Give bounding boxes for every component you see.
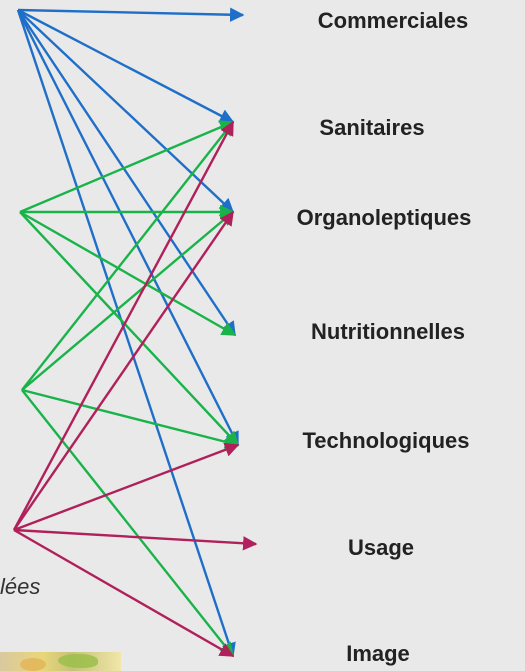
arrow-source-green-to-sanitaires xyxy=(19,120,235,214)
food-leaf xyxy=(58,654,98,668)
arrow-source-blue-to-organoleptiques xyxy=(17,9,235,213)
arrow-source-crimson-to-sanitaires xyxy=(12,120,235,531)
target-label-technologiques: Technologiques xyxy=(302,428,470,453)
arrow-source-green-to-nutritionnelles xyxy=(19,210,237,337)
arrow-source-green-to-technologiques xyxy=(19,211,239,447)
target-label-commerciales: Commerciales xyxy=(317,8,469,33)
food-photo-thumbnail xyxy=(0,652,121,671)
target-label-nutritionnelles: Nutritionnelles xyxy=(310,319,466,344)
food-spot xyxy=(20,658,46,671)
target-label-image: Image xyxy=(346,641,410,666)
arrow-source-green-2-to-organoleptiques xyxy=(21,211,235,391)
target-label-usage: Usage xyxy=(347,535,415,560)
arrow-source-crimson-to-usage xyxy=(13,528,258,551)
arrow-source-blue-to-nutritionnelles xyxy=(17,9,236,337)
arrow-source-blue-to-commerciales xyxy=(17,7,245,22)
arrow-source-crimson-to-organoleptiques xyxy=(13,210,234,531)
target-label-organoleptiques: Organoleptiques xyxy=(296,205,472,230)
arrow-source-crimson-to-technologiques xyxy=(13,442,240,532)
arrow-source-blue-to-technologiques xyxy=(16,9,240,447)
arrow-source-green-2-to-image xyxy=(21,389,234,658)
arrow-source-green-2-to-sanitaires xyxy=(21,120,234,391)
partial-caption-text: lées xyxy=(0,574,41,599)
arrow-source-green-2-to-technologiques xyxy=(21,388,240,449)
arrow-source-blue-to-sanitaires xyxy=(17,8,235,124)
arrow-source-crimson-to-image xyxy=(13,528,235,658)
arrow-source-blue-to-image xyxy=(16,9,236,658)
target-label-sanitaires: Sanitaires xyxy=(319,115,425,140)
